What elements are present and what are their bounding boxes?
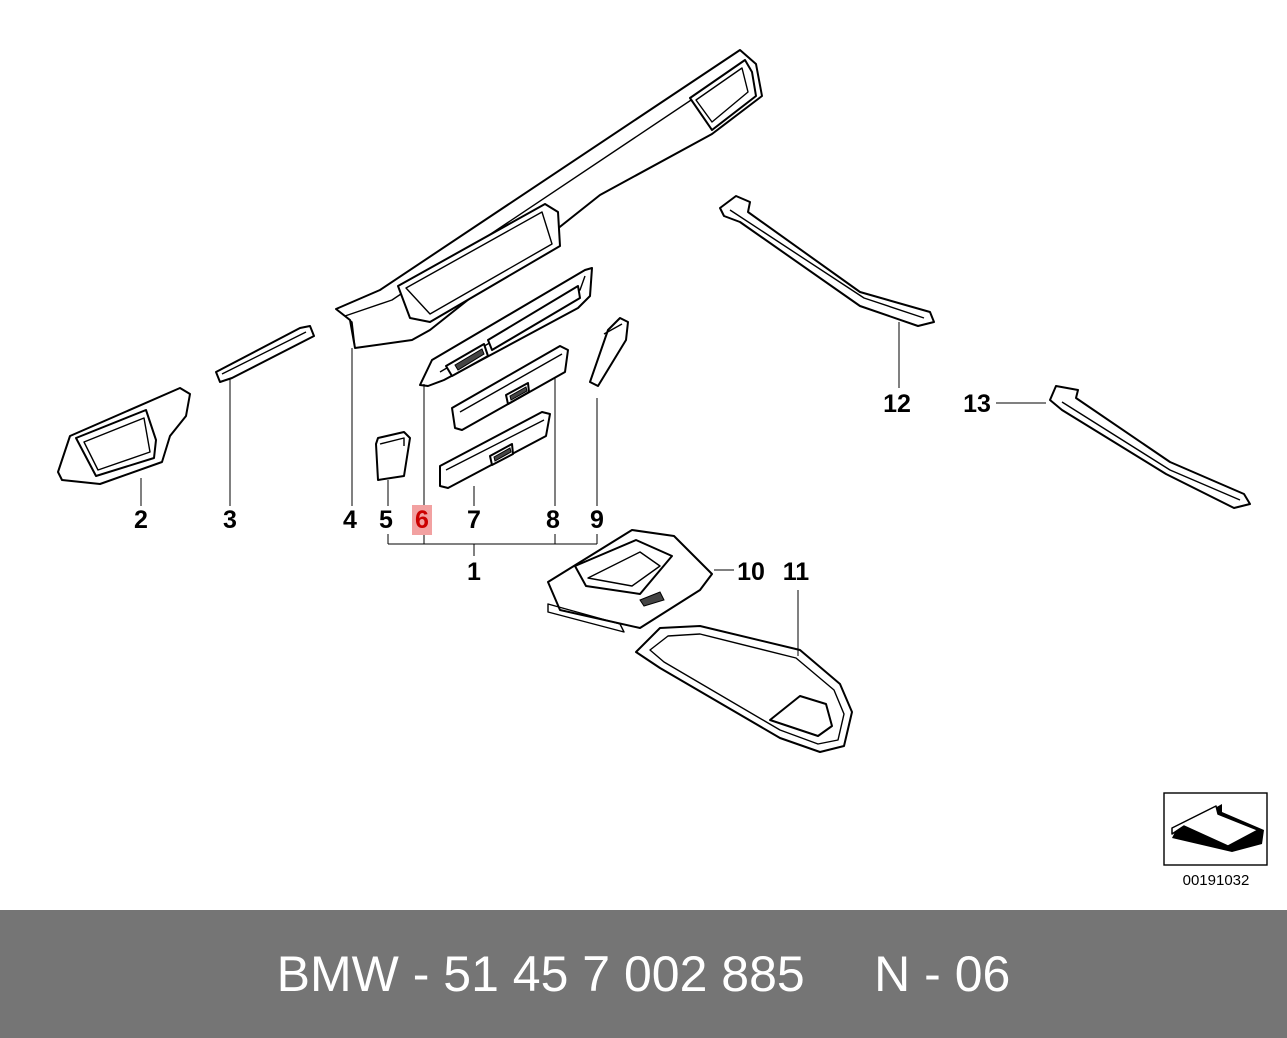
callout-6: 6 bbox=[415, 506, 429, 534]
part-13-right-trim-lower bbox=[1049, 385, 1251, 509]
callout-4: 4 bbox=[343, 506, 357, 534]
part-7-center-lower-trim bbox=[439, 411, 551, 489]
part-2-left-vent-trim bbox=[57, 387, 191, 485]
part-10-console-tray bbox=[547, 529, 713, 633]
diagram-id: 00191032 bbox=[1183, 872, 1250, 889]
callout-11: 11 bbox=[783, 558, 810, 586]
callout-5: 5 bbox=[379, 506, 393, 534]
callout-labels: 2 3 4 5 6 7 8 9 1 10 11 12 13 bbox=[134, 390, 991, 586]
orientation-arrow-box: 00191032 bbox=[1163, 792, 1268, 889]
part-12-right-trim bbox=[719, 195, 935, 327]
part-number-label: BMW - 51 45 7 002 885 N - 06 bbox=[276, 946, 1011, 1002]
part-11-console-frame bbox=[635, 625, 853, 753]
callout-1: 1 bbox=[467, 558, 481, 586]
part-4-dashboard-trim bbox=[335, 49, 763, 349]
parts-diagram: 2 3 4 5 6 7 8 9 1 10 11 12 13 00191032 bbox=[57, 49, 1268, 889]
callout-highlight bbox=[412, 505, 432, 535]
footer-bar: BMW - 51 45 7 002 885 N - 06 bbox=[0, 910, 1287, 1038]
callout-3: 3 bbox=[223, 506, 237, 534]
part-6-center-upper-trim bbox=[419, 267, 593, 387]
callout-7: 7 bbox=[467, 506, 481, 534]
callout-12: 12 bbox=[883, 390, 911, 418]
callout-9: 9 bbox=[590, 506, 604, 534]
part-8-center-middle-trim bbox=[451, 345, 569, 431]
leader-lines bbox=[140, 322, 1046, 656]
callout-8: 8 bbox=[546, 506, 560, 534]
part-9-vertical-trim bbox=[589, 317, 629, 387]
part-5-side-cover bbox=[375, 431, 411, 481]
arrow-icon bbox=[1171, 804, 1264, 852]
callout-13: 13 bbox=[963, 390, 991, 418]
part-3-left-strip bbox=[215, 325, 315, 383]
callout-10: 10 bbox=[737, 558, 765, 586]
callout-2: 2 bbox=[134, 506, 148, 534]
